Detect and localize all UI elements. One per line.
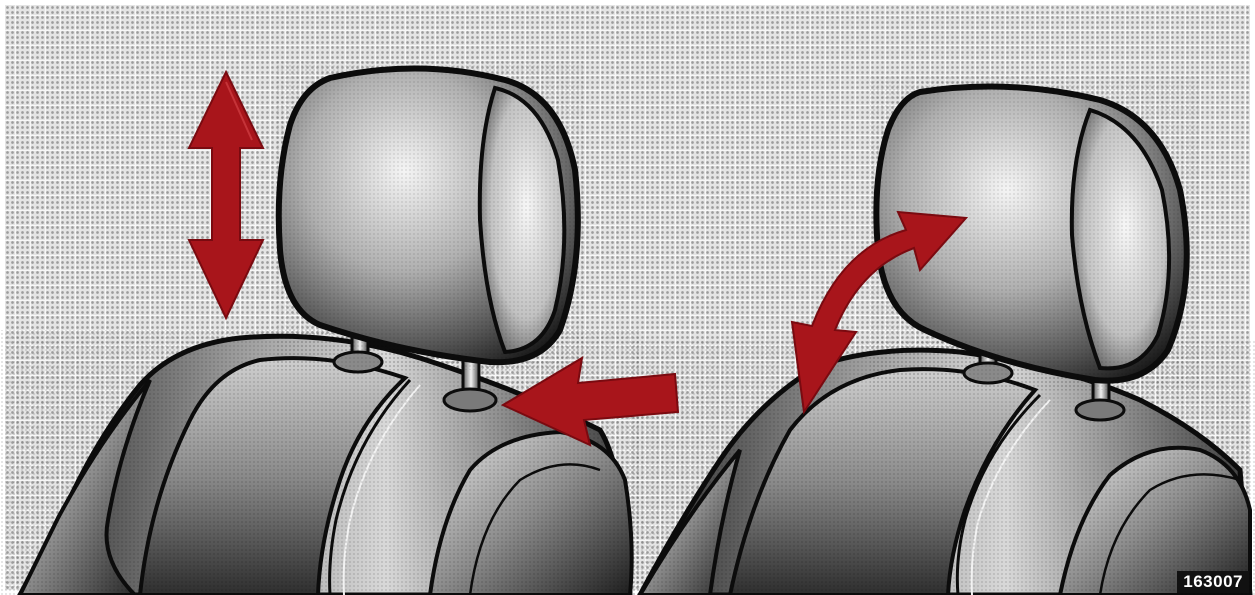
left-headrest — [275, 60, 585, 370]
figure-code-label: 163007 — [1177, 571, 1249, 593]
